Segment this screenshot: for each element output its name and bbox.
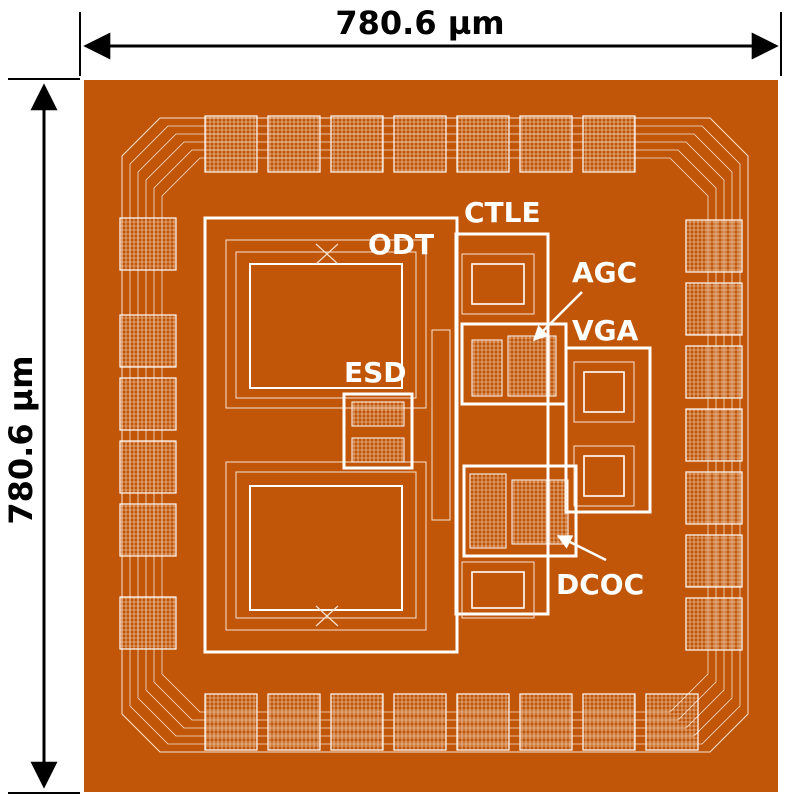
io-pads (119, 115, 743, 751)
die-area (84, 80, 778, 792)
ctle-region (454, 232, 550, 619)
dcoc-pointer (556, 534, 607, 562)
label-ctle: CTLE (464, 196, 541, 229)
right-inductors (564, 346, 652, 514)
height-dimension: 780.6 µm (2, 78, 80, 794)
label-odt: ODT (368, 228, 434, 261)
agc-pointer (532, 291, 583, 342)
height-label: 780.6 µm (2, 355, 40, 524)
label-vga: VGA (572, 314, 639, 347)
label-agc: AGC (572, 256, 637, 289)
esd-region (342, 392, 414, 470)
label-dcoc: DCOC (556, 568, 644, 601)
width-label: 780.6 µm (335, 4, 504, 42)
label-esd: ESD (344, 356, 407, 389)
width-dimension: 780.6 µm (79, 4, 782, 76)
dcoc-region (462, 464, 578, 558)
